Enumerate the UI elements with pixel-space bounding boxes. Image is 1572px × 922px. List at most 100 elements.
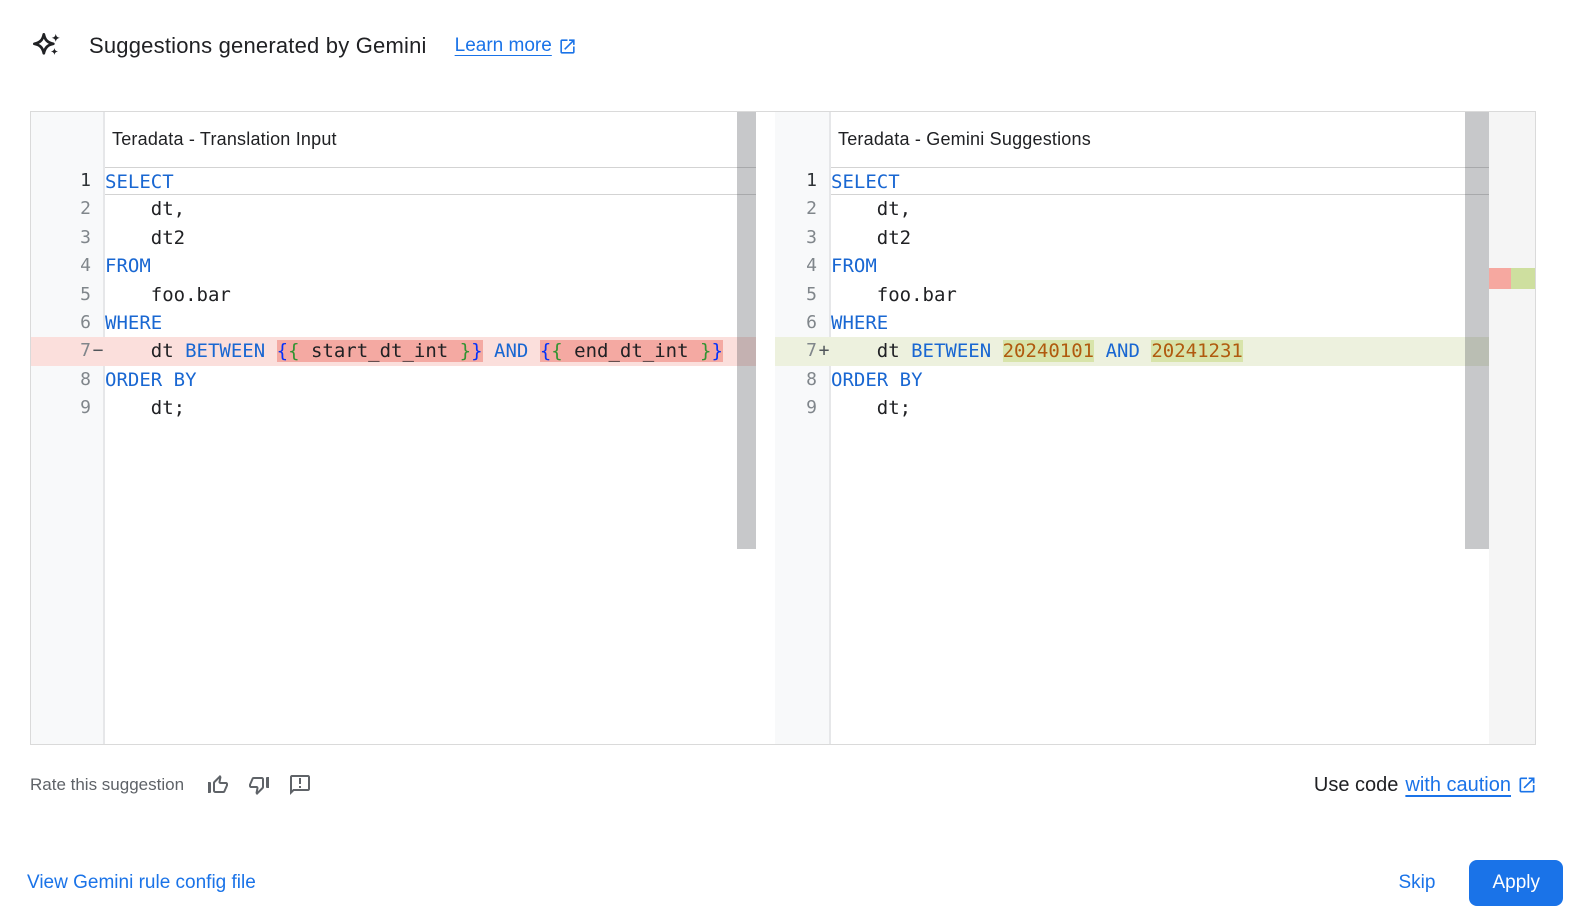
code-line[interactable]: 2 dt,	[775, 195, 1535, 223]
bottom-actions: View Gemini rule config file Skip Apply	[27, 858, 1563, 908]
line-number: 1	[80, 170, 91, 191]
with-caution-label: with caution	[1405, 773, 1511, 796]
use-code-label: Use code	[1313, 773, 1399, 796]
view-gemini-rule-config-link[interactable]: View Gemini rule config file	[27, 872, 256, 893]
line-number: 5	[806, 283, 817, 305]
ruler-added-mark	[1511, 268, 1535, 289]
line-number-gutter	[31, 112, 105, 744]
page-header: Suggestions generated by Gemini Learn mo…	[30, 26, 577, 66]
code-line[interactable]: 7− dt BETWEEN {{ start_dt_int }} AND {{ …	[31, 337, 756, 366]
page-title: Suggestions generated by Gemini	[89, 33, 427, 58]
thumb-up-icon	[206, 773, 230, 797]
learn-more-link[interactable]: Learn more	[455, 35, 577, 57]
line-number: 7	[806, 340, 817, 362]
code-text: FROM	[105, 255, 151, 278]
diff-sign	[91, 252, 105, 280]
thumb-down-button[interactable]	[247, 773, 271, 797]
code-text: SELECT	[831, 167, 1535, 196]
diff-sign	[91, 281, 105, 309]
line-number: 4	[806, 255, 817, 277]
diff-overview-ruler[interactable]	[1489, 112, 1535, 744]
with-caution-link[interactable]: with caution	[1405, 774, 1537, 797]
pane-divider	[756, 112, 775, 744]
code-line[interactable]: 9 dt;	[31, 394, 756, 422]
code-text: foo.bar	[105, 283, 231, 306]
diff-sign	[91, 366, 105, 394]
code-text: ORDER BY	[105, 368, 197, 391]
line-number-gutter	[775, 112, 831, 744]
code-line[interactable]: 4 FROM	[31, 252, 756, 280]
apply-button[interactable]: Apply	[1469, 860, 1563, 906]
line-number: 6	[80, 311, 91, 333]
code-line[interactable]: 1 SELECT	[31, 167, 756, 196]
line-number: 9	[806, 397, 817, 419]
code-line[interactable]: 3 dt2	[31, 224, 756, 252]
code-text: dt,	[831, 198, 912, 221]
diff-sign	[817, 224, 831, 252]
feedback-button[interactable]	[288, 773, 312, 797]
code-line[interactable]: 8 ORDER BY	[775, 366, 1535, 394]
code-line[interactable]: 5 foo.bar	[775, 281, 1535, 309]
thumb-up-button[interactable]	[206, 773, 230, 797]
line-number: 3	[80, 226, 91, 248]
diff-sign	[817, 252, 831, 280]
code-text: dt;	[105, 397, 186, 420]
diff-sign	[91, 224, 105, 252]
suggestion-meta-row: Rate this suggestion	[30, 768, 1537, 802]
thumb-down-icon	[247, 773, 271, 797]
line-number: 6	[806, 311, 817, 333]
rating-group: Rate this suggestion	[30, 773, 329, 797]
code-line[interactable]: 5 foo.bar	[31, 281, 756, 309]
line-number: 8	[80, 368, 91, 390]
code-line[interactable]: 6 WHERE	[31, 309, 756, 337]
diff-sign	[817, 281, 831, 309]
code-text: ORDER BY	[831, 368, 923, 391]
code-text: FROM	[831, 255, 877, 278]
diff-sign	[817, 167, 831, 195]
line-number: 9	[80, 397, 91, 419]
diff-sign	[91, 394, 105, 422]
code-line[interactable]: 9 dt;	[775, 394, 1535, 422]
translation-input-title: Teradata - Translation Input	[112, 129, 337, 149]
code-text: foo.bar	[831, 283, 957, 306]
code-line[interactable]: 8 ORDER BY	[31, 366, 756, 394]
vertical-scrollbar[interactable]	[1465, 112, 1489, 549]
code-line[interactable]: 1 SELECT	[775, 167, 1535, 196]
gemini-suggestions-title: Teradata - Gemini Suggestions	[838, 129, 1091, 149]
vertical-scrollbar[interactable]	[737, 112, 756, 549]
feedback-icon	[288, 773, 312, 797]
diff-sign	[817, 366, 831, 394]
line-number: 1	[806, 170, 817, 191]
line-number: 7	[80, 340, 91, 362]
code-text: dt2	[105, 226, 186, 249]
diff-sign: +	[818, 340, 830, 362]
diff-sign	[91, 309, 105, 337]
external-link-icon	[558, 37, 577, 56]
diff-sign: −	[92, 340, 104, 362]
code-text: dt BETWEEN 20240101 AND 20241231	[831, 340, 1243, 363]
line-number: 4	[80, 255, 91, 277]
line-number: 8	[806, 368, 817, 390]
diff-sign	[817, 309, 831, 337]
ruler-removed-mark	[1489, 268, 1511, 289]
code-line[interactable]: 7+ dt BETWEEN 20240101 AND 20241231	[775, 337, 1535, 366]
line-number: 2	[806, 198, 817, 220]
code-text: WHERE	[105, 311, 163, 334]
code-line[interactable]: 4 FROM	[775, 252, 1535, 280]
diff-sign	[91, 167, 105, 195]
caution-group: Use code with caution	[1314, 774, 1537, 797]
gemini-sparkle-icon	[30, 28, 62, 64]
code-line[interactable]: 2 dt,	[31, 195, 756, 223]
code-text: SELECT	[105, 167, 756, 196]
skip-button[interactable]: Skip	[1387, 862, 1448, 904]
code-line[interactable]: 3 dt2	[775, 224, 1535, 252]
rate-label: Rate this suggestion	[30, 775, 185, 794]
line-number: 5	[80, 283, 91, 305]
line-number: 2	[80, 198, 91, 220]
diff-sign	[817, 195, 831, 223]
code-text: dt,	[105, 198, 186, 221]
